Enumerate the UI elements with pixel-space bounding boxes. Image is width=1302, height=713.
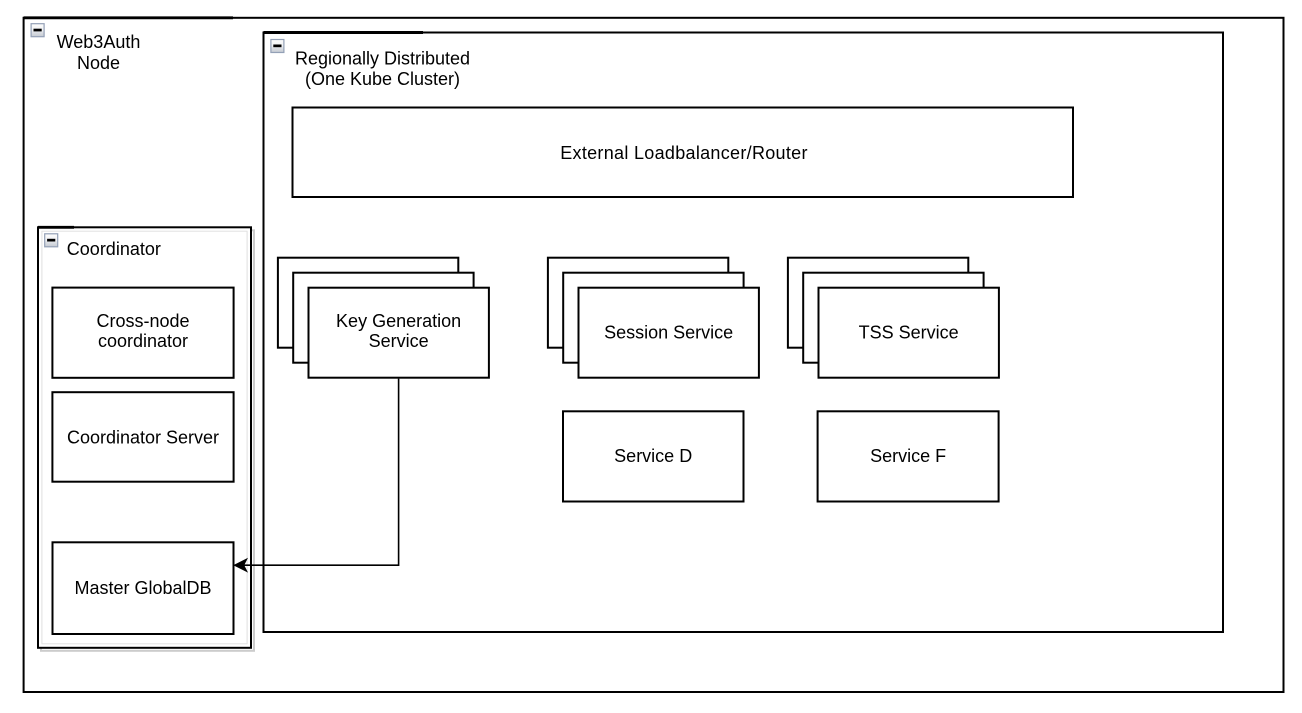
svg-text:(One Kube Cluster): (One Kube Cluster): [305, 69, 460, 89]
svg-text:Service F: Service F: [870, 446, 946, 466]
svg-text:Key Generation: Key Generation: [336, 311, 461, 331]
svg-text:Cross-node: Cross-node: [96, 311, 189, 331]
svg-text:Coordinator: Coordinator: [67, 239, 161, 259]
svg-text:Service D: Service D: [614, 446, 692, 466]
svg-text:Session Service: Session Service: [604, 322, 733, 342]
svg-text:Regionally Distributed: Regionally Distributed: [295, 49, 470, 69]
svg-text:Web3Auth: Web3Auth: [57, 32, 141, 52]
svg-text:Coordinator Server: Coordinator Server: [67, 427, 219, 447]
svg-text:Master GlobalDB: Master GlobalDB: [74, 578, 211, 598]
svg-text:External Loadbalancer/Router: External Loadbalancer/Router: [560, 143, 808, 163]
svg-text:Service: Service: [369, 331, 429, 351]
svg-text:TSS Service: TSS Service: [859, 322, 959, 342]
svg-text:Node: Node: [77, 53, 120, 73]
svg-text:coordinator: coordinator: [98, 331, 188, 351]
